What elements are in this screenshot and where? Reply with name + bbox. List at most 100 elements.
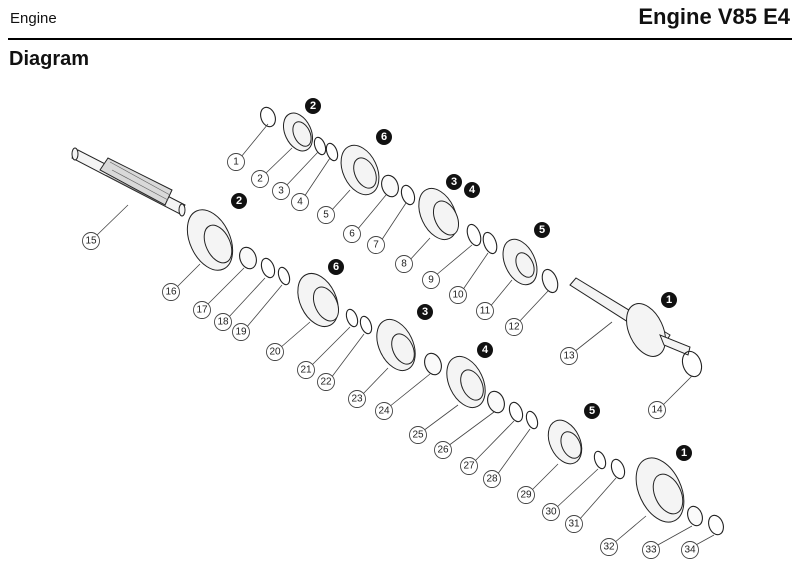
ring-part-1 [260,106,276,128]
svg-text:4: 4 [469,184,476,196]
page-header: Engine Engine V85 E4 [8,0,792,40]
svg-text:32: 32 [603,542,615,553]
callout-8: 8 [395,255,413,273]
section-label: Engine [10,10,57,27]
callout-3: 3 [272,182,290,200]
callout-16: 16 [162,283,180,301]
bushing-part-17 [239,246,257,270]
svg-text:6: 6 [333,261,339,273]
primary-shaft [71,147,186,217]
callout-30: 30 [542,503,560,521]
gear-part-29 [547,419,583,465]
gear-part-20 [297,273,340,327]
callout-26: 26 [434,441,452,459]
svg-text:27: 27 [463,461,475,472]
ring-part-22 [359,315,373,335]
callout-25: 25 [409,426,427,444]
callout-20: 20 [266,343,284,361]
callout-19: 19 [232,323,250,341]
svg-text:5: 5 [323,210,329,221]
svg-text:1: 1 [233,157,239,168]
svg-text:16: 16 [165,287,177,298]
ring-part-3 [313,136,327,156]
callout-15: 15 [82,232,100,250]
ring-part-31 [610,458,626,480]
callout-29: 29 [517,486,535,504]
bushing-part-24 [424,352,442,376]
callout-34: 34 [681,541,699,559]
badge-gear-5-bottom: 5 [584,403,600,419]
ring-part-30 [593,450,607,470]
svg-text:4: 4 [482,344,489,356]
svg-text:1: 1 [681,447,687,459]
gear-part-32 [635,457,685,523]
svg-text:9: 9 [428,275,434,286]
badge-gear-3-bottom: 3 [417,304,433,320]
gear-part-5 [340,144,380,196]
gear-part-11 [502,238,538,286]
callout-23: 23 [348,390,366,408]
callout-21: 21 [297,361,315,379]
leader-lines [95,123,715,547]
svg-text:14: 14 [651,405,663,416]
svg-text:2: 2 [257,174,263,185]
callout-32: 32 [600,538,618,556]
ring-part-7 [400,184,416,206]
callout-24: 24 [375,402,393,420]
svg-text:33: 33 [645,545,657,556]
callout-22: 22 [317,373,335,391]
callout-27: 27 [460,457,478,475]
ring-part-28 [525,410,539,430]
page-heading: Diagram [9,48,90,70]
bushing-part-6 [381,174,399,198]
ring-part-27 [508,401,524,423]
svg-text:2: 2 [236,195,242,207]
callout-7: 7 [367,236,385,254]
svg-text:4: 4 [297,197,303,208]
document-title: Engine V85 E4 [638,4,790,29]
badge-gear-6-top: 6 [376,129,392,145]
svg-text:34: 34 [684,545,696,556]
svg-text:6: 6 [349,229,355,240]
ring-part-34 [708,514,724,536]
svg-text:1: 1 [666,294,672,306]
gear-part-23 [376,318,416,372]
callout-14: 14 [648,401,666,419]
svg-text:10: 10 [452,290,464,301]
svg-text:19: 19 [235,327,247,338]
svg-text:26: 26 [437,445,449,456]
svg-text:8: 8 [401,259,407,270]
svg-text:24: 24 [378,406,390,417]
callout-2: 2 [251,170,269,188]
washer-part-14 [681,350,703,378]
badge-gear-2-bottom: 2 [231,193,247,209]
svg-text:23: 23 [351,394,363,405]
svg-text:5: 5 [539,224,545,236]
callout-9: 9 [422,271,440,289]
svg-text:13: 13 [563,351,575,362]
callout-6: 6 [343,225,361,243]
callout-33: 33 [642,541,660,559]
svg-text:22: 22 [320,377,332,388]
svg-text:5: 5 [589,405,595,417]
badge-gear-5-top: 5 [534,222,550,238]
callout-17: 17 [193,301,211,319]
svg-text:29: 29 [520,490,532,501]
badge-gear-3-top: 3 [446,174,462,190]
svg-text:31: 31 [568,519,580,530]
svg-text:6: 6 [381,131,387,143]
gear-part-16 [186,209,234,271]
svg-text:3: 3 [278,186,284,197]
ring-part-18 [260,257,276,279]
ring-part-21 [345,308,359,328]
badge-gear-1-bottom: 1 [676,445,692,461]
svg-text:21: 21 [300,365,312,376]
badge-gear-6-bottom: 6 [328,259,344,275]
svg-text:15: 15 [85,236,97,247]
callout-18: 18 [214,313,232,331]
ring-part-9 [466,223,482,247]
gear-part-25 [446,355,486,409]
callout-1: 1 [227,153,245,171]
callout-28: 28 [483,470,501,488]
